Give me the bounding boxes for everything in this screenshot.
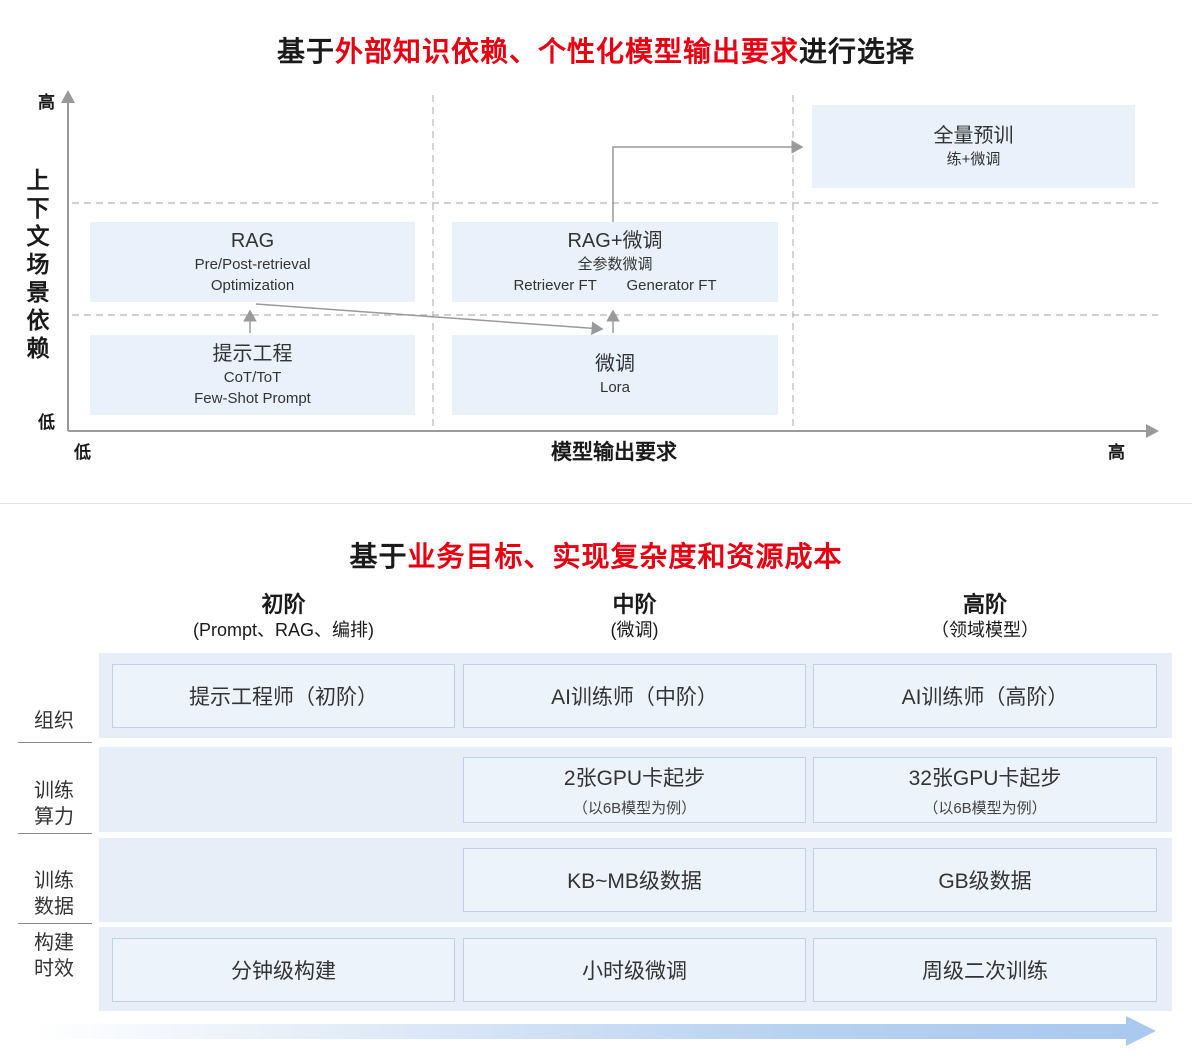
y-axis-low-label: 低 — [38, 413, 55, 432]
row-label-data: 训练 数据 — [34, 870, 74, 918]
cell-buildtime-intermediate: 小时级微调 — [463, 938, 806, 1002]
cell-org-basic: 提示工程师（初阶） — [112, 664, 455, 728]
column-header-basic-sub: (Prompt、RAG、编排) — [192, 619, 374, 640]
bottom-table-title: 基于业务目标、实现复杂度和资源成本 — [0, 535, 1192, 575]
column-header-intermediate: 中阶 (微调) — [463, 591, 806, 641]
y-axis-high-label: 高 — [38, 93, 55, 112]
rag-box-title: RAG — [230, 230, 275, 253]
row-label-build-time: 构建 时效 — [34, 932, 74, 980]
x-axis-arrowhead — [1146, 424, 1159, 438]
top-title-prefix: 基于 — [276, 36, 335, 67]
top-chart-title: 基于外部知识依赖、个性化模型输出要求进行选择 — [0, 30, 1192, 70]
progression-arrow-shaft — [32, 1024, 1126, 1039]
prompt-engineering-box: 提示工程 CoT/ToT Few-Shot Prompt — [90, 335, 415, 415]
column-header-intermediate-sub: (微调) — [610, 619, 659, 640]
y-axis-arrowhead — [61, 90, 75, 103]
top-title-highlight: 外部知识依赖、个性化模型输出要求 — [334, 36, 799, 67]
arrow-rag-to-finetune — [255, 303, 604, 335]
prompt-box-line1: CoT/ToT — [223, 369, 282, 387]
column-header-advanced-name: 高阶 — [962, 592, 1007, 617]
row-rule-3 — [18, 923, 92, 924]
prompt-box-line2: Few-Shot Prompt — [194, 389, 311, 407]
cell-org-intermediate: AI训练师（中阶） — [463, 664, 806, 728]
cell-buildtime-basic: 分钟级构建 — [112, 938, 455, 1002]
x-axis-low-label: 低 — [74, 443, 91, 462]
rag-box-line1: Pre/Post-retrieval — [194, 256, 311, 274]
cell-compute-advanced: 32张GPU卡起步 （以6B模型为例） — [813, 757, 1157, 823]
rag-finetune-box-title: RAG+微调 — [567, 230, 663, 253]
bottom-title-prefix: 基于 — [349, 541, 408, 572]
progression-arrow-head-icon — [1126, 1016, 1156, 1046]
cell-buildtime-advanced: 周级二次训练 — [813, 938, 1157, 1002]
rag-box-line2: Optimization — [210, 276, 295, 294]
row-rule-1 — [18, 742, 92, 743]
pretrain-box-title: 全量预训 — [933, 124, 1014, 147]
y-axis-title: 上下文场景依赖 — [23, 168, 49, 364]
column-header-advanced-sub: （领域模型） — [931, 619, 1039, 640]
column-header-basic: 初阶 (Prompt、RAG、编排) — [112, 591, 455, 641]
bottom-title-highlight: 业务目标、实现复杂度和资源成本 — [407, 541, 843, 572]
column-header-intermediate-name: 中阶 — [612, 592, 657, 617]
arrow-ragft-to-pretrain — [612, 140, 804, 222]
finetune-box-line1: Lora — [599, 379, 631, 397]
cell-data-intermediate: KB~MB级数据 — [463, 848, 806, 912]
finetune-box: 微调 Lora — [452, 335, 778, 415]
prompt-box-title: 提示工程 — [212, 343, 293, 366]
finetune-box-title: 微调 — [595, 353, 635, 376]
cell-data-advanced: GB级数据 — [813, 848, 1157, 912]
row-rule-2 — [18, 833, 92, 834]
quadrant-axes-svg — [61, 90, 1159, 438]
rag-finetune-box: RAG+微调 全参数微调 Retriever FT Generator FT — [452, 222, 778, 302]
pretrain-box: 全量预训 练+微调 — [812, 105, 1135, 188]
column-header-basic-name: 初阶 — [261, 592, 306, 617]
top-title-suffix: 进行选择 — [799, 36, 916, 67]
rag-box: RAG Pre/Post-retrieval Optimization — [90, 222, 415, 302]
column-header-advanced: 高阶 （领域模型） — [813, 591, 1157, 641]
cell-compute-intermediate: 2张GPU卡起步 （以6B模型为例） — [463, 757, 806, 823]
cell-org-advanced: AI训练师（高阶） — [813, 664, 1157, 728]
x-axis-title: 模型输出要求 — [551, 441, 677, 464]
x-axis-high-label: 高 — [1108, 443, 1125, 462]
rag-finetune-box-line1: 全参数微调 — [577, 256, 653, 274]
section-divider — [0, 503, 1192, 504]
pretrain-box-line1: 练+微调 — [946, 150, 1001, 168]
rag-finetune-box-line2: Retriever FT Generator FT — [513, 276, 717, 294]
row-label-organization: 组织 — [34, 710, 74, 732]
row-label-compute: 训练 算力 — [34, 780, 74, 828]
